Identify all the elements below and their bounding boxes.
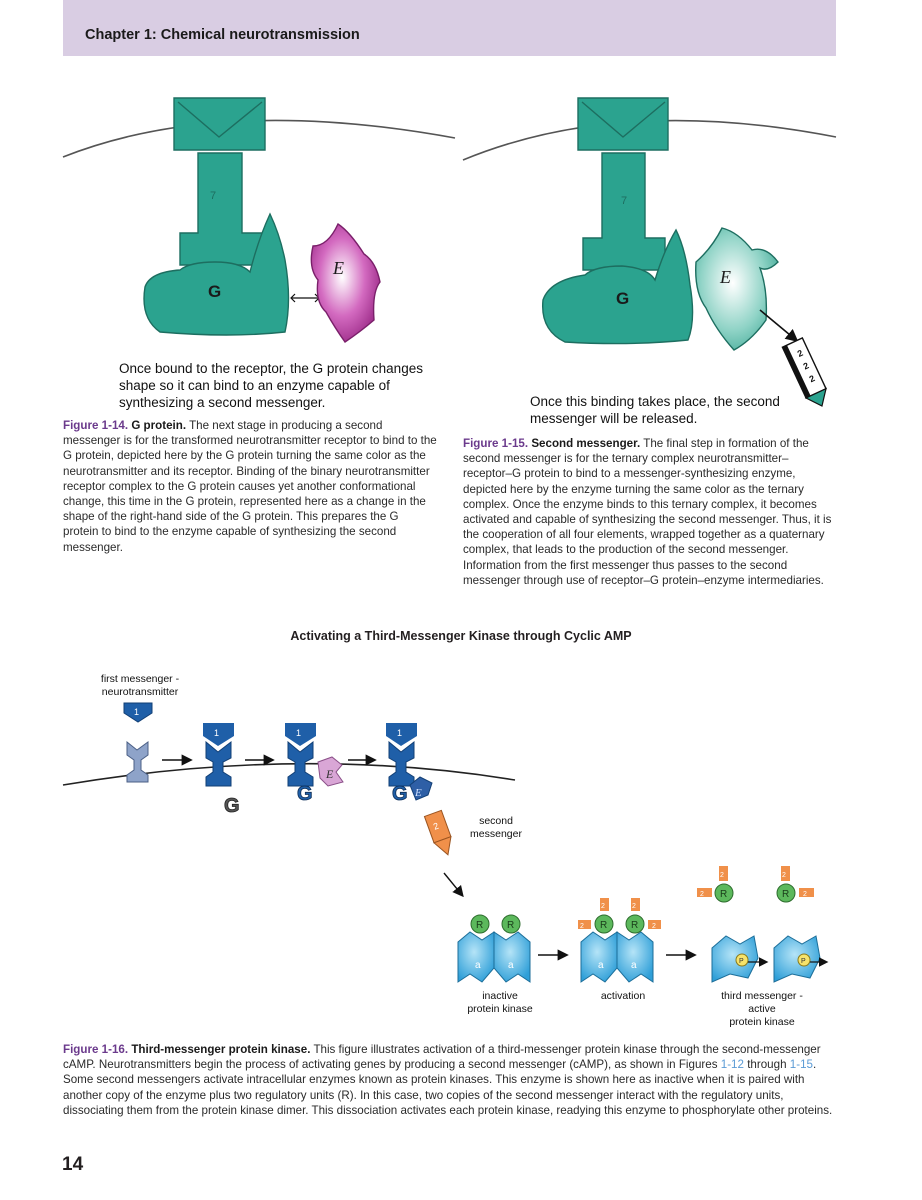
fig16-illustration: 1 1 G 1 G E 1 G E bbox=[62, 702, 829, 983]
fig14-text: The next stage in producing a second mes… bbox=[63, 419, 437, 554]
fig15-second-messenger: 2 2 2 bbox=[781, 336, 827, 407]
svg-text:R: R bbox=[507, 920, 514, 931]
fig16-inactive-label: inactive protein kinase bbox=[467, 990, 533, 1015]
fig14-g-label: G bbox=[208, 282, 221, 301]
svg-text:1: 1 bbox=[397, 728, 402, 738]
fig15-caption: Figure 1-15. Second messenger. The final… bbox=[463, 436, 835, 588]
svg-text:2: 2 bbox=[601, 903, 605, 910]
fig15-illustration: 7 G E 2 2 2 bbox=[462, 97, 837, 407]
fig15-receptor-number: 7 bbox=[621, 195, 627, 207]
fig15-title: Second messenger. bbox=[531, 437, 641, 450]
fig16-active-kinase-1: P bbox=[711, 935, 769, 983]
svg-text:a: a bbox=[508, 960, 514, 971]
svg-text:R: R bbox=[720, 889, 727, 900]
svg-text:2: 2 bbox=[808, 373, 817, 384]
svg-text:2: 2 bbox=[796, 348, 805, 359]
fig16-second-messenger-label: second messenger bbox=[470, 815, 522, 840]
svg-text:2: 2 bbox=[632, 903, 636, 910]
fig15-e-label: E bbox=[719, 267, 731, 287]
fig16-activation-label: activation bbox=[600, 990, 646, 1002]
svg-text:1: 1 bbox=[214, 728, 219, 738]
svg-text:a: a bbox=[631, 960, 637, 971]
fig16-receptor-bound-1: 1 G bbox=[203, 723, 240, 817]
svg-text:E: E bbox=[325, 767, 334, 781]
fig14-enzyme bbox=[310, 222, 381, 343]
fig16-text-a: This figure illustrates activation of a … bbox=[63, 1043, 821, 1072]
fig16-receptor-empty bbox=[126, 740, 149, 783]
fig16-heading: Activating a Third-Messenger Kinase thro… bbox=[290, 629, 632, 643]
fig15-g-protein bbox=[541, 228, 694, 345]
fig16-receptor-bound-2: 1 G E bbox=[285, 723, 344, 805]
fig15-label: Figure 1-15. bbox=[463, 437, 529, 450]
fig14-title: G protein. bbox=[131, 419, 187, 432]
fig16-label: Figure 1-16. bbox=[63, 1043, 129, 1056]
fig14-receptor-number: 7 bbox=[210, 190, 216, 202]
fig16-regulatory-units: R 2 2 R 2 2 bbox=[697, 866, 814, 903]
fig16-neurotransmitter: 1 bbox=[123, 702, 153, 723]
fig14-caption: Figure 1-14. G protein. The next stage i… bbox=[63, 418, 437, 555]
fig14-callout: Once bound to the receptor, the G protei… bbox=[119, 361, 423, 410]
svg-text:R: R bbox=[476, 920, 483, 931]
fig16-third-messenger-label: third messenger - active protein kinase bbox=[721, 990, 803, 1028]
fig16-ref-1[interactable]: 1-12 bbox=[720, 1058, 744, 1072]
fig16-activation-complex: R R 2 2 2 2 a a bbox=[578, 898, 661, 983]
fig14-receptor bbox=[173, 97, 266, 266]
svg-text:2: 2 bbox=[652, 923, 656, 930]
svg-text:1: 1 bbox=[296, 728, 301, 738]
svg-text:2: 2 bbox=[432, 821, 440, 832]
svg-text:a: a bbox=[475, 960, 481, 971]
fig14-illustration: 7 G E bbox=[62, 97, 456, 343]
fig16-through: through bbox=[747, 1058, 787, 1072]
chapter-title: Chapter 1: Chemical neurotransmission bbox=[85, 27, 360, 43]
svg-text:R: R bbox=[631, 920, 638, 931]
svg-text:1: 1 bbox=[134, 707, 139, 717]
fig15-receptor bbox=[577, 97, 669, 271]
svg-text:E: E bbox=[414, 787, 422, 799]
fig16-caption: Figure 1-16. Third-messenger protein kin… bbox=[63, 1042, 835, 1118]
fig14-g-protein bbox=[143, 212, 290, 336]
fig16-receptor-bound-3: 1 G E bbox=[386, 723, 433, 805]
fig16-ref-2[interactable]: 1-15 bbox=[789, 1058, 813, 1072]
fig16-second-messenger: 2 bbox=[423, 809, 452, 856]
fig14-e-label: E bbox=[332, 258, 344, 278]
svg-text:2: 2 bbox=[700, 891, 704, 898]
svg-text:2: 2 bbox=[782, 872, 786, 879]
fig15-callout: Once this binding takes place, the secon… bbox=[530, 394, 780, 426]
svg-text:P: P bbox=[739, 958, 744, 965]
page-number: 14 bbox=[62, 1154, 84, 1175]
svg-text:2: 2 bbox=[803, 891, 807, 898]
fig16-title: Third-messenger protein kinase. bbox=[131, 1043, 311, 1056]
fig16-inactive-kinase: R R a a bbox=[457, 914, 531, 983]
svg-text:G: G bbox=[297, 783, 313, 805]
svg-text:P: P bbox=[801, 958, 806, 965]
fig15-g-label: G bbox=[616, 289, 629, 308]
svg-text:R: R bbox=[782, 889, 789, 900]
svg-text:2: 2 bbox=[720, 872, 724, 879]
svg-text:a: a bbox=[598, 960, 604, 971]
svg-text:2: 2 bbox=[802, 360, 811, 371]
fig16-first-messenger-label: first messenger - neurotransmitter bbox=[100, 673, 180, 698]
fig16-active-kinase-2: P bbox=[773, 935, 829, 983]
svg-text:2: 2 bbox=[580, 923, 584, 930]
svg-text:G: G bbox=[224, 795, 240, 817]
svg-text:G: G bbox=[392, 783, 408, 805]
fig14-label: Figure 1-14. bbox=[63, 419, 129, 432]
header-band bbox=[63, 0, 836, 56]
fig15-text: The final step in formation of the secon… bbox=[463, 437, 832, 587]
svg-text:R: R bbox=[600, 920, 607, 931]
fig15-release-arrow bbox=[759, 309, 799, 343]
fig15-enzyme bbox=[695, 227, 779, 351]
fig16-text-b: . Some second messengers activate intrac… bbox=[63, 1058, 833, 1117]
